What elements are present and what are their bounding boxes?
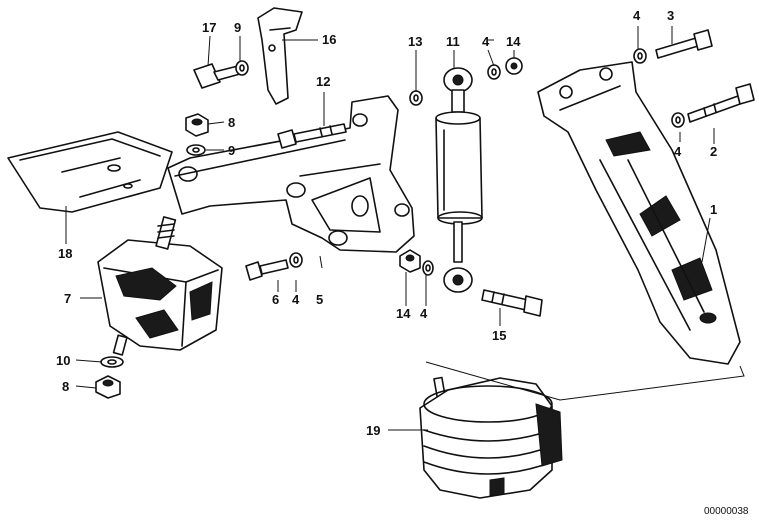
part-13-washer <box>409 90 423 106</box>
callout-2: 2 <box>710 144 717 159</box>
callout-4-left: 4 <box>292 292 300 307</box>
part-11-shock-absorber <box>435 67 483 293</box>
part-9-washer-mid <box>186 144 206 156</box>
callout-15: 15 <box>492 328 506 343</box>
part-14-nut-shock-bottom <box>399 249 421 273</box>
leader-lines <box>65 26 715 431</box>
part-6-bolt <box>245 259 289 281</box>
callout-11: 11 <box>446 34 460 49</box>
callout-10: 10 <box>56 353 70 368</box>
part-8-nut-bottom <box>95 375 121 399</box>
part-14-nut-shock-top <box>505 57 523 75</box>
part-2-bolt <box>687 83 755 123</box>
callout-13: 13 <box>408 34 422 49</box>
part-8-nut-top <box>185 113 209 137</box>
part-4-washer-top-right <box>633 48 647 64</box>
part-5-bracket <box>167 95 415 253</box>
callout-4-shock-top: 4 <box>482 34 490 49</box>
callout-8-bottom: 8 <box>62 379 69 394</box>
callout-4-right: 4 <box>674 144 682 159</box>
part-19-engine-mount <box>419 376 563 499</box>
callout-17: 17 <box>202 20 216 35</box>
part-9-washer-top <box>235 60 249 76</box>
part-18-plate <box>7 131 173 213</box>
part-15-bolt <box>481 289 543 317</box>
callout-5: 5 <box>316 292 323 307</box>
part-1-support-arm <box>537 61 741 365</box>
callout-4-top-right: 4 <box>633 8 641 23</box>
callout-9-mid: 9 <box>228 143 235 158</box>
callout-3: 3 <box>667 8 674 23</box>
callout-6: 6 <box>272 292 279 307</box>
part-4-washer-shock-bottom <box>422 260 434 276</box>
callout-14-shock-top: 14 <box>506 34 521 49</box>
callout-8-top: 8 <box>228 115 235 130</box>
callout-9-top: 9 <box>234 20 241 35</box>
part-16-clip-bracket <box>257 7 303 105</box>
callout-19: 19 <box>366 423 380 438</box>
callout-18: 18 <box>58 246 72 261</box>
part-17-bolt <box>193 63 241 89</box>
assembly-line <box>425 361 745 401</box>
part-3-bolt <box>655 29 713 59</box>
callout-1: 1 <box>710 202 717 217</box>
callout-12: 12 <box>316 74 330 89</box>
reference-code: 00000038 <box>704 506 749 517</box>
part-10-washer <box>100 356 124 368</box>
part-4-washer-shock-top <box>487 64 501 80</box>
part-4-washer-right <box>671 112 685 128</box>
part-7-rubber-mount <box>97 216 223 356</box>
callout-7: 7 <box>64 291 71 306</box>
callout-16: 16 <box>322 32 336 47</box>
callout-14-shock-bottom: 14 <box>396 306 411 321</box>
part-4-washer-left <box>289 252 303 268</box>
part-12-bolt <box>277 123 347 149</box>
callout-4-shock-bottom: 4 <box>420 306 428 321</box>
